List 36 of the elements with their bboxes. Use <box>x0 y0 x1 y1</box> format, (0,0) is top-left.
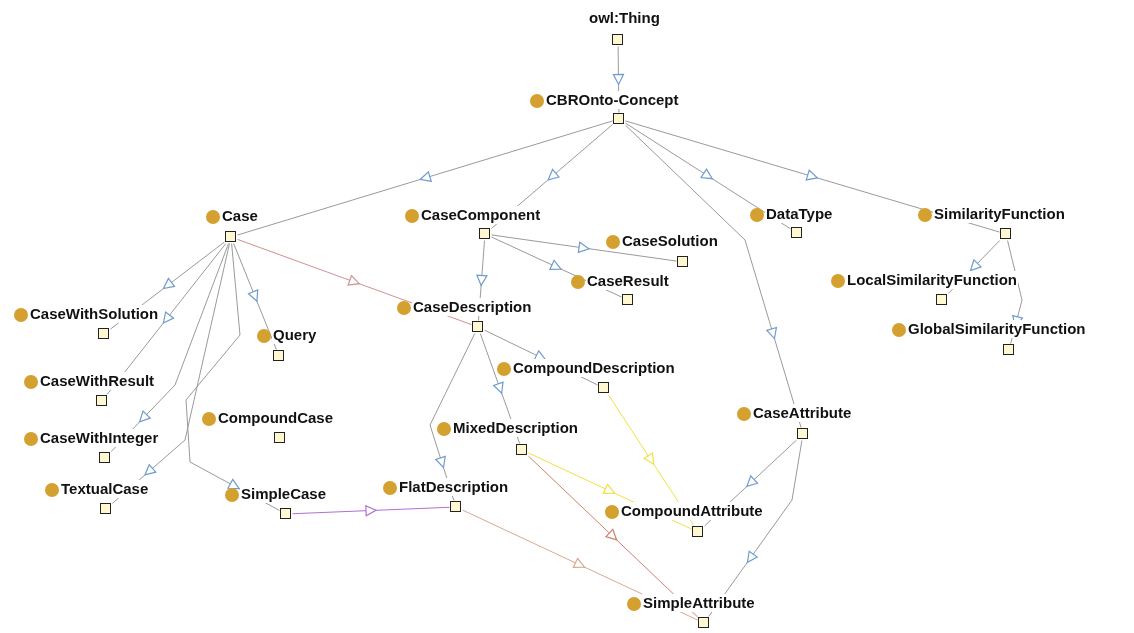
class-name: CaseAttribute <box>752 404 853 422</box>
class-name: CaseDescription <box>412 298 533 316</box>
class-name: SimpleCase <box>240 485 328 503</box>
class-name: SimilarityFunction <box>933 205 1066 223</box>
subclass-arrow <box>106 243 227 395</box>
class-name: TextualCase <box>60 480 150 498</box>
subclass-arrow <box>237 120 613 236</box>
class-name: CaseComponent <box>420 206 542 224</box>
class-name: LocalSimilarityFunction <box>846 271 1019 289</box>
subclass-arrow <box>185 243 280 511</box>
subclass-arrow <box>607 394 695 526</box>
subclass-arrow <box>528 455 698 618</box>
subclass-arrow <box>625 124 802 428</box>
class-name: CompoundAttribute <box>620 502 764 520</box>
subclass-arrow <box>625 120 1000 233</box>
class-name: SimpleAttribute <box>642 594 756 612</box>
class-name: CaseWithSolution <box>29 305 160 323</box>
class-name: CaseResult <box>586 272 670 290</box>
subclass-arrow <box>479 333 521 444</box>
class-name: MixedDescription <box>452 419 580 437</box>
class-name: CBROnto-Concept <box>545 91 680 109</box>
subclass-arrow <box>233 243 277 350</box>
subclass-arrow <box>429 333 476 501</box>
subclass-arrow <box>112 243 231 504</box>
class-name: CompoundDescription <box>512 359 676 377</box>
subclass-arrow <box>292 505 450 517</box>
subclass-arrow <box>491 234 677 262</box>
class-name: CompoundCase <box>217 409 334 427</box>
subclass-arrow <box>110 243 230 452</box>
subclass-arrow <box>708 440 803 617</box>
class-name: CaseWithResult <box>39 372 156 390</box>
class-name: CaseWithInteger <box>39 429 160 447</box>
class-name: FlatDescription <box>398 478 510 496</box>
class-name: owl:Thing <box>588 9 661 27</box>
subclass-arrow <box>625 122 791 230</box>
class-name: GlobalSimilarityFunction <box>907 320 1087 338</box>
